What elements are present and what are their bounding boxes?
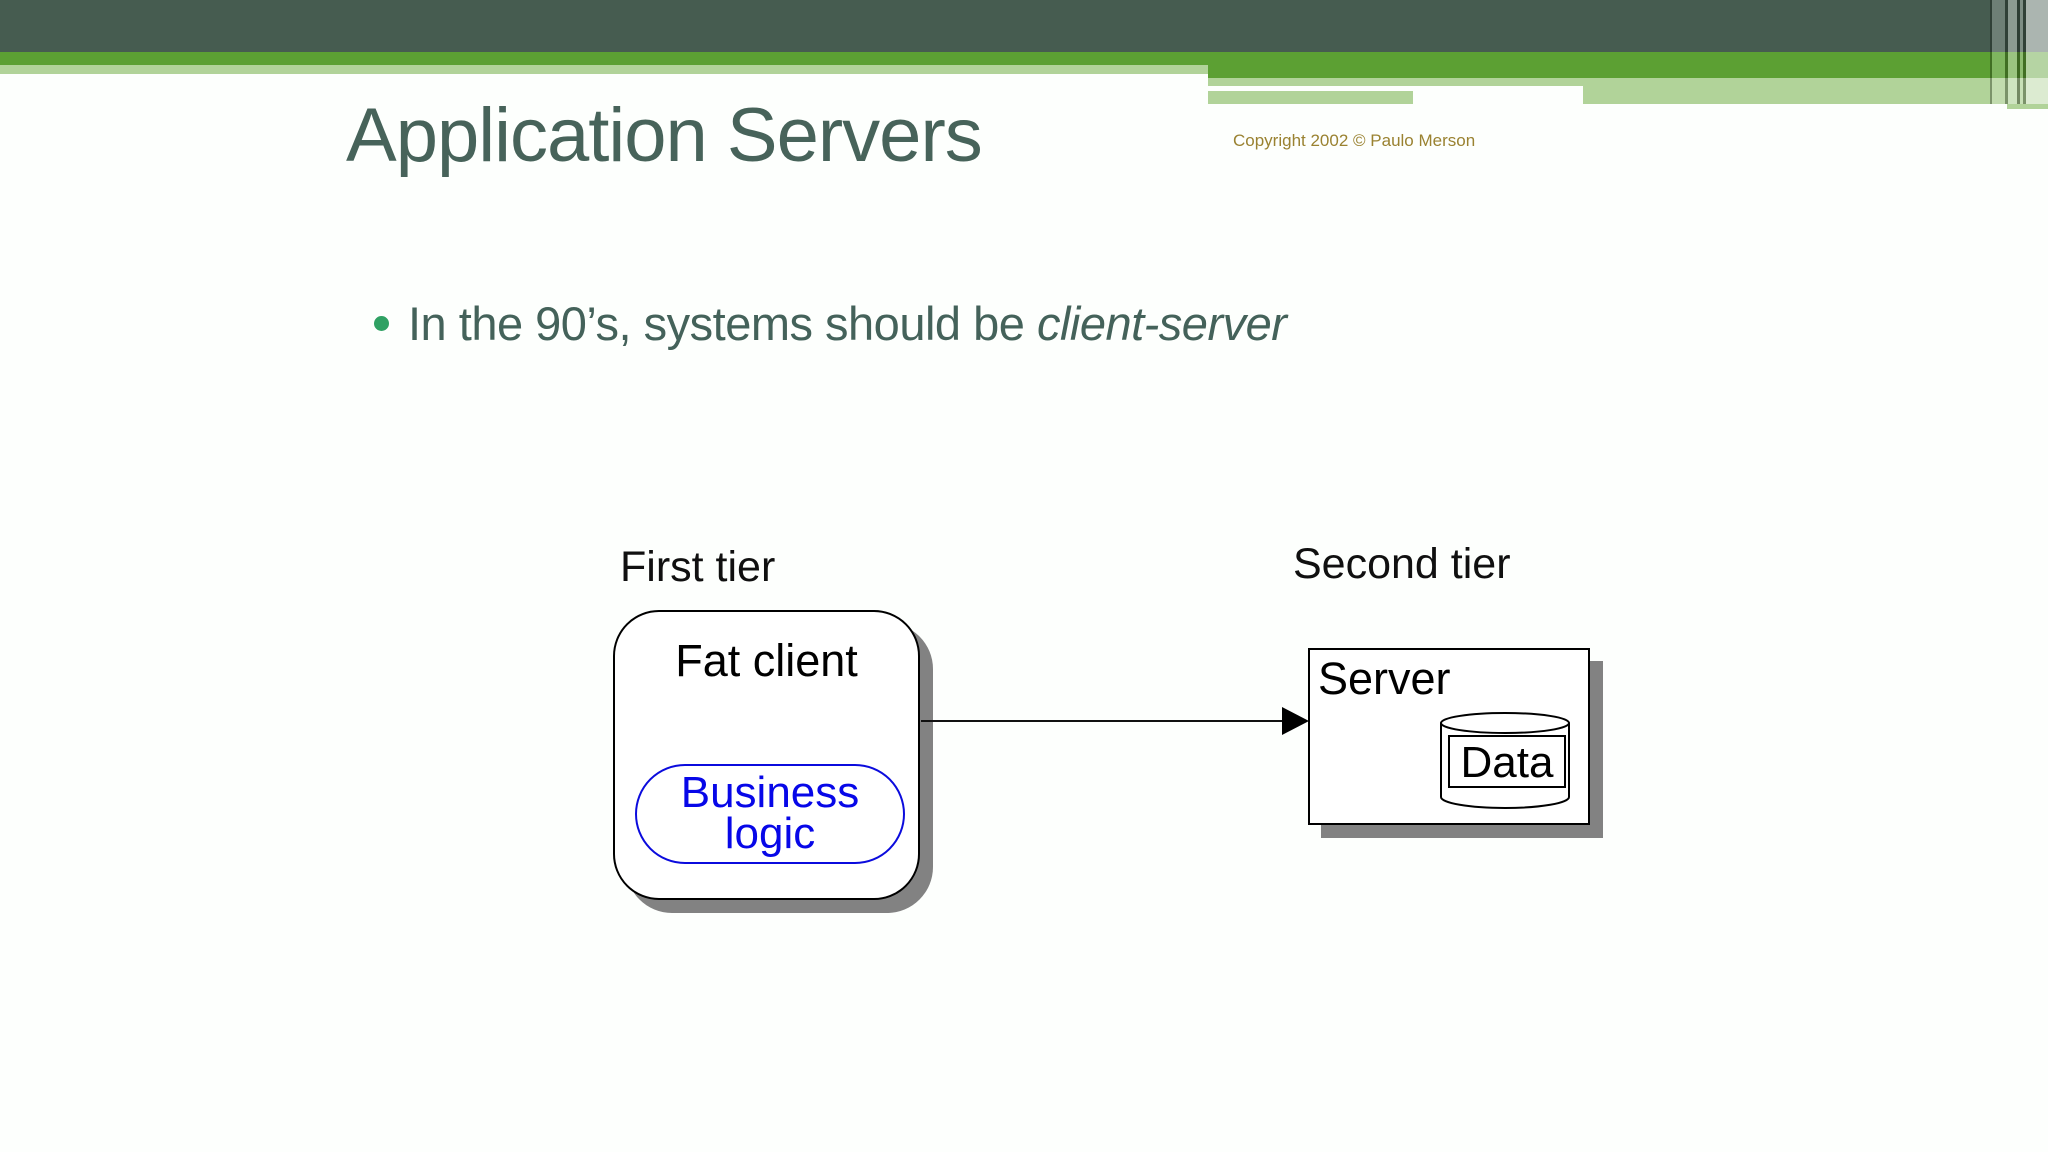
bullet-text-regular: In the 90’s, systems should be: [408, 297, 1037, 350]
bullet-text: In the 90’s, systems should be client-se…: [408, 297, 1287, 350]
business-logic-line2: logic: [724, 809, 816, 858]
fat-client-box: Fat client Business logic: [613, 610, 920, 900]
banner-corner-stripes-decoration: [1975, 0, 2048, 104]
copyright-notice: Copyright 2002 © Paulo Merson: [1233, 131, 1476, 150]
banner-green-bar-right: [1208, 52, 2048, 78]
first-tier-label: First tier: [620, 543, 776, 591]
connector-arrowhead-icon: [1282, 707, 1309, 735]
bullet-dot-icon: [374, 316, 389, 331]
second-tier-label: Second tier: [1293, 540, 1511, 588]
slide-title: Application Servers: [346, 93, 983, 178]
business-logic-line1: Business: [680, 768, 860, 818]
banner-light-band-right-corner: [1583, 86, 2048, 104]
banner-light-band-tail: [2007, 104, 2048, 109]
server-box: Server Data: [1308, 648, 1590, 825]
bullet-text-italic: client-server: [1036, 297, 1287, 350]
fat-client-label: Fat client: [675, 635, 858, 686]
banner-light-band-right-lower: [1208, 91, 1413, 104]
banner-light-band-left: [0, 65, 1208, 74]
server-label: Server: [1318, 653, 1451, 704]
banner-light-band-right-upper: [1208, 78, 2048, 86]
banner-dark-bar: [0, 0, 2048, 52]
connector-line: [921, 720, 1282, 722]
data-label: Data: [1461, 738, 1554, 787]
banner-white-stripe: [1208, 86, 1583, 91]
database-cylinder-icon: Data: [1440, 712, 1570, 809]
business-logic-oval: Business logic: [635, 764, 905, 864]
